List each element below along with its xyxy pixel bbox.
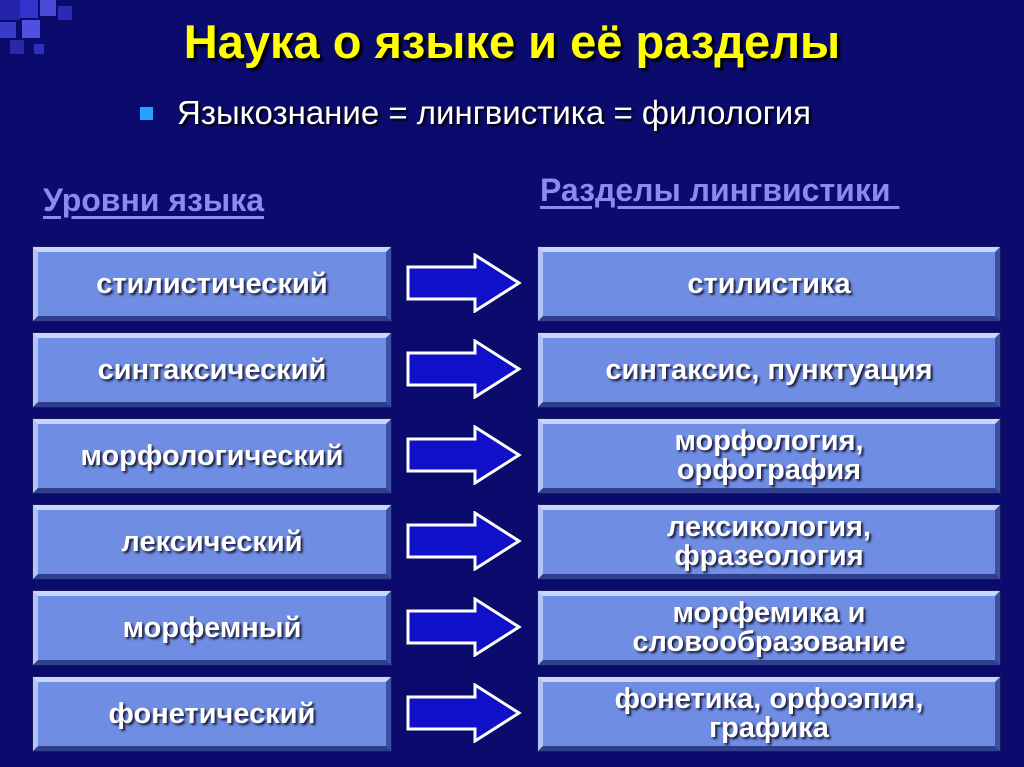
level-box: синтаксический — [32, 332, 392, 408]
level-box: морфологический — [32, 418, 392, 494]
bullet-icon — [140, 106, 153, 120]
subtitle-line: Языкознание = лингвистика = филология — [140, 94, 811, 132]
arrow-right-icon — [406, 253, 522, 313]
section-box: синтаксис, пунктуация — [537, 332, 1001, 408]
arrow-right-icon — [406, 339, 522, 399]
subtitle-text: Языкознание = лингвистика = филология — [177, 94, 812, 131]
level-box: стилистический — [32, 246, 392, 322]
arrow-right-icon — [406, 597, 522, 657]
corner-decoration — [0, 0, 90, 60]
arrow-right-icon — [406, 425, 522, 485]
level-box: фонетический — [32, 676, 392, 752]
section-box: морфология, орфография — [537, 418, 1001, 494]
section-box: лексикология, фразеология — [537, 504, 1001, 580]
left-column-header: Уровни языка — [43, 182, 265, 218]
slide-title: Наука о языке и её разделы — [183, 15, 841, 68]
right-column-header: Разделы лингвистики — [540, 172, 900, 208]
section-box: фонетика, орфоэпия, графика — [537, 676, 1001, 752]
section-box: стилистика — [537, 246, 1001, 322]
section-box: морфемика и словообразование — [537, 590, 1001, 666]
arrow-right-icon — [406, 683, 522, 743]
level-box: лексический — [32, 504, 392, 580]
level-box: морфемный — [32, 590, 392, 666]
arrow-right-icon — [406, 511, 522, 571]
